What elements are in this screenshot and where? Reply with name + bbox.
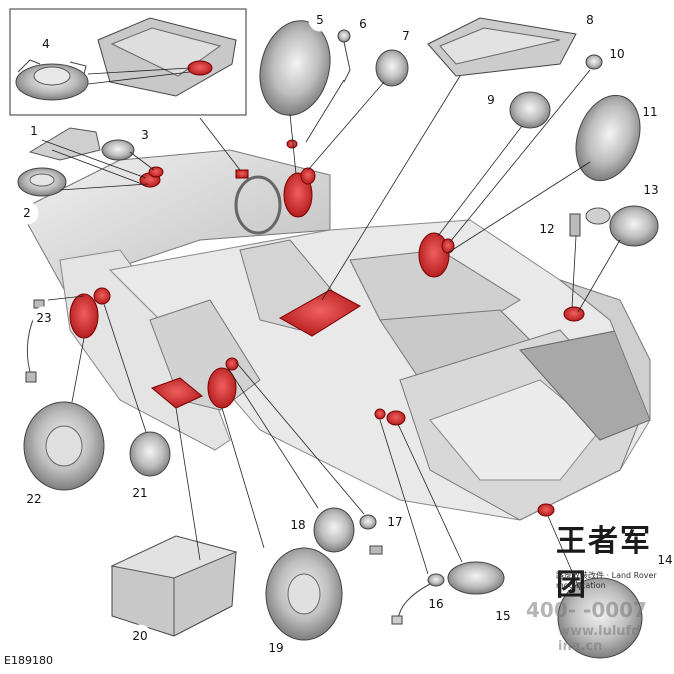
callout-6: 6 xyxy=(351,12,375,36)
callout-number: 8 xyxy=(586,13,594,27)
inset-panel xyxy=(9,8,247,116)
callout-number: 1 xyxy=(30,124,38,138)
part-17-tweeter xyxy=(359,514,383,555)
callout-number: 11 xyxy=(642,105,657,119)
rear-door-tweeter-right xyxy=(441,238,455,254)
callout-21: 21 xyxy=(128,481,152,505)
part-9-midrange xyxy=(509,91,551,129)
callout-number: 7 xyxy=(402,29,410,43)
part-7-midrange xyxy=(375,49,409,87)
callout-9: 9 xyxy=(479,88,503,112)
callout-23: 23 xyxy=(32,306,56,330)
callout-number: 14 xyxy=(657,553,672,567)
cargo-speaker-highlight xyxy=(537,503,555,517)
watermark-url: www.lulufd ina.cn xyxy=(558,624,641,654)
callout-10: 10 xyxy=(605,42,629,66)
callout-11: 11 xyxy=(638,100,662,124)
part-16-tweeter xyxy=(391,573,445,625)
callout-number: 9 xyxy=(487,93,495,107)
callout-number: 15 xyxy=(495,609,510,623)
callout-14: 14 xyxy=(653,548,674,572)
front-door-woofer-right xyxy=(283,172,313,218)
callout-number: 21 xyxy=(132,486,147,500)
callout-15: 15 xyxy=(491,604,515,628)
dash-centre-highlight xyxy=(235,169,249,179)
part-18-midrange xyxy=(313,507,355,553)
part-2-speaker xyxy=(17,167,67,197)
part-20-enclosure xyxy=(110,535,238,637)
callout-number: 16 xyxy=(428,597,443,611)
part-12-connector xyxy=(569,213,581,237)
part-19-woofer xyxy=(265,547,343,641)
watermark-subtitle: 路虎改装改件 · Land Rover modification xyxy=(556,571,657,590)
part-6-tweeter xyxy=(337,29,351,83)
part-22-woofer xyxy=(23,401,105,491)
callout-number: 18 xyxy=(290,518,305,532)
front-door-tweeter-right xyxy=(286,139,298,149)
part-8-amplifier xyxy=(427,17,577,77)
callout-number: 17 xyxy=(387,515,402,529)
callout-16: 16 xyxy=(424,592,448,616)
callout-number: 19 xyxy=(268,641,283,655)
callout-1: 1 xyxy=(22,119,46,143)
callout-3: 3 xyxy=(133,123,157,147)
part-11-speaker xyxy=(575,94,641,182)
part-14-speaker xyxy=(557,577,643,659)
leader-lines xyxy=(41,69,621,591)
rear-quarter-speaker-right xyxy=(563,306,585,322)
watermark-phone: 400- -0007 xyxy=(526,598,647,622)
callout-number: 23 xyxy=(36,311,51,325)
callout-5: 5 xyxy=(308,8,332,32)
part-5-speaker xyxy=(259,20,331,116)
callout-19: 19 xyxy=(264,636,288,660)
callout-number: 6 xyxy=(359,17,367,31)
callout-12: 12 xyxy=(535,217,559,241)
part-21-midrange xyxy=(129,431,171,477)
callout-number: 12 xyxy=(539,222,554,236)
part-1-bracket xyxy=(28,127,101,161)
callout-number: 2 xyxy=(23,206,31,220)
callout-number: 13 xyxy=(643,183,658,197)
callout-8: 8 xyxy=(578,8,602,32)
figure-id: E189180 xyxy=(4,654,53,667)
front-door-midrange-left xyxy=(93,287,111,305)
callout-number: 10 xyxy=(609,47,624,61)
callout-number: 20 xyxy=(132,629,147,643)
callout-13: 13 xyxy=(639,178,663,202)
callout-number: 4 xyxy=(42,37,50,51)
callout-18: 18 xyxy=(286,513,310,537)
callout-20: 20 xyxy=(128,624,152,648)
callout-2: 2 xyxy=(15,201,39,225)
front-door-midrange-right xyxy=(300,167,316,185)
exploded-parts xyxy=(17,17,659,659)
callout-number: 5 xyxy=(316,13,324,27)
callout-number: 3 xyxy=(141,128,149,142)
callout-4: 4 xyxy=(34,32,58,56)
inset-speaker xyxy=(15,59,89,101)
rear-quarter-speaker-left xyxy=(386,410,406,426)
amplifier-highlight xyxy=(278,289,361,337)
part-3-tweeter xyxy=(101,139,135,161)
inset-roof-module xyxy=(97,17,237,97)
dash-centre-speaker xyxy=(148,166,164,178)
callout-7: 7 xyxy=(394,24,418,48)
part-10-tweeter xyxy=(585,54,603,70)
callout-22: 22 xyxy=(22,487,46,511)
front-door-woofer-left xyxy=(69,293,99,339)
callout-number: 22 xyxy=(26,492,41,506)
rear-door-woofer-right xyxy=(418,232,450,278)
callout-17: 17 xyxy=(383,510,407,534)
installed-components xyxy=(69,139,585,517)
part-13-speaker xyxy=(585,205,659,247)
part-15-speaker xyxy=(447,561,505,595)
subwoofer-box-highlight xyxy=(151,377,203,409)
rear-quarter-tweeter-left xyxy=(374,408,386,420)
watermark-title: 王者军团 xyxy=(556,524,652,603)
